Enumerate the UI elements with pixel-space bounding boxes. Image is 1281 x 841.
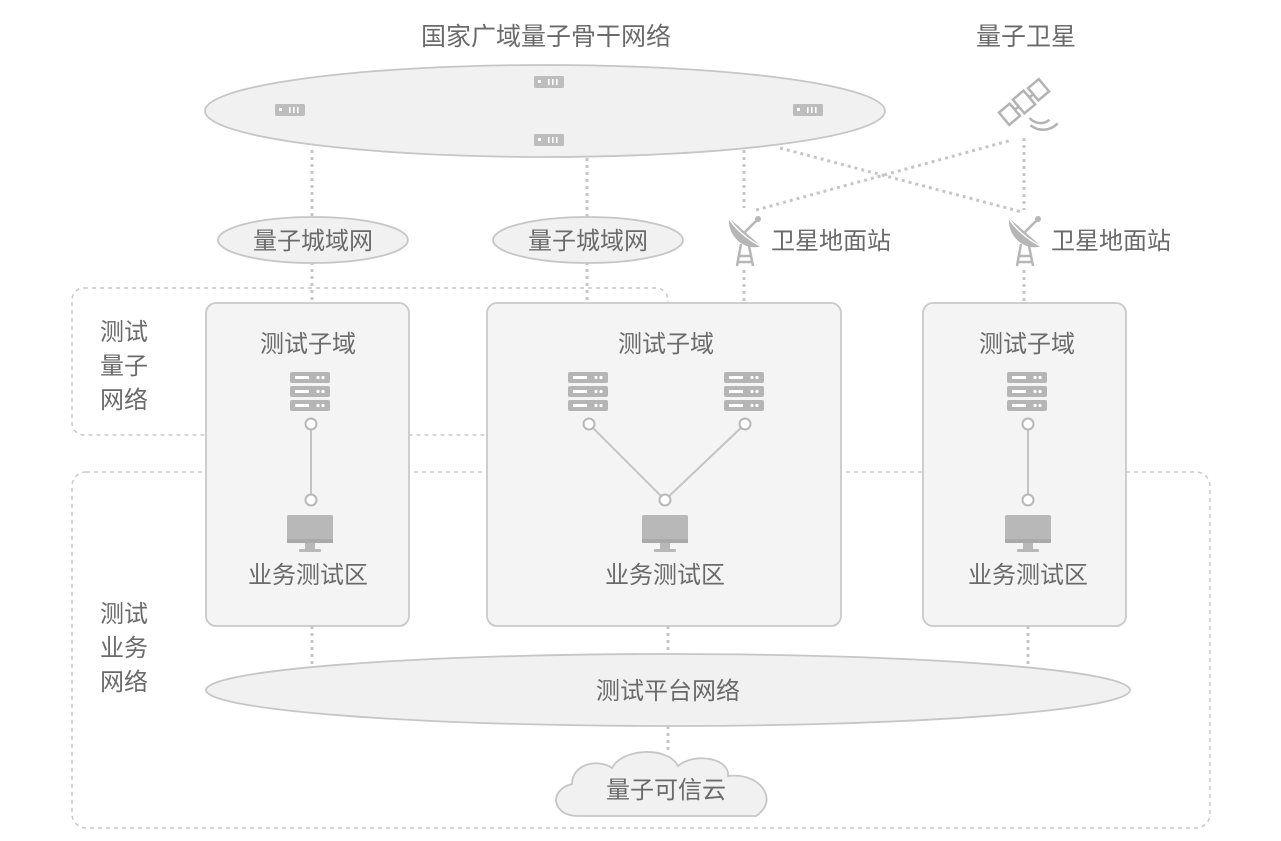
subdomain-3-zone: 业务测试区 bbox=[968, 561, 1088, 589]
backbone-network bbox=[204, 64, 886, 158]
server-icon bbox=[568, 372, 608, 411]
ground-station-2-label: 卫星地面站 bbox=[1051, 227, 1171, 255]
server-icon bbox=[1007, 372, 1047, 411]
satellite-dish-icon bbox=[727, 214, 763, 268]
router-icon bbox=[793, 104, 823, 116]
satellite-icon bbox=[997, 77, 1059, 131]
business-test-region-label-1: 测试 bbox=[100, 600, 148, 628]
subdomain-2-zone: 业务测试区 bbox=[605, 561, 725, 589]
server-icon bbox=[290, 372, 330, 411]
metro-network-1 bbox=[217, 216, 409, 264]
subdomain-3 bbox=[922, 302, 1127, 627]
metro-network-2 bbox=[492, 216, 684, 264]
subdomain-2 bbox=[486, 302, 842, 627]
platform-network-label: 测试平台网络 bbox=[596, 677, 740, 705]
business-test-region-label-3: 网络 bbox=[100, 668, 148, 696]
router-icon bbox=[534, 134, 564, 146]
subdomain-1-zone: 业务测试区 bbox=[248, 561, 368, 589]
quantum-test-region-label-2: 量子 bbox=[100, 352, 148, 380]
subdomain-3-title: 测试子域 bbox=[979, 330, 1075, 358]
quantum-test-region-label-3: 网络 bbox=[100, 386, 148, 414]
subdomain-1 bbox=[205, 302, 410, 627]
satellite-label: 量子卫星 bbox=[976, 22, 1076, 51]
ground-station-1-label: 卫星地面站 bbox=[771, 227, 891, 255]
satellite-dish-icon bbox=[1007, 214, 1043, 268]
router-icon bbox=[534, 76, 564, 88]
cloud-label: 量子可信云 bbox=[606, 776, 726, 804]
server-icon bbox=[724, 372, 764, 411]
business-test-region-label-2: 业务 bbox=[100, 634, 148, 662]
router-icon bbox=[275, 104, 305, 116]
metro-network-2-label: 量子城域网 bbox=[528, 227, 648, 255]
platform-network bbox=[205, 653, 1131, 727]
metro-network-1-label: 量子城域网 bbox=[253, 227, 373, 255]
quantum-test-region-label-1: 测试 bbox=[100, 318, 148, 346]
backbone-label: 国家广域量子骨干网络 bbox=[421, 22, 671, 51]
subdomain-1-title: 测试子域 bbox=[260, 330, 356, 358]
subdomain-2-title: 测试子域 bbox=[618, 330, 714, 358]
cloud-icon bbox=[555, 751, 768, 817]
